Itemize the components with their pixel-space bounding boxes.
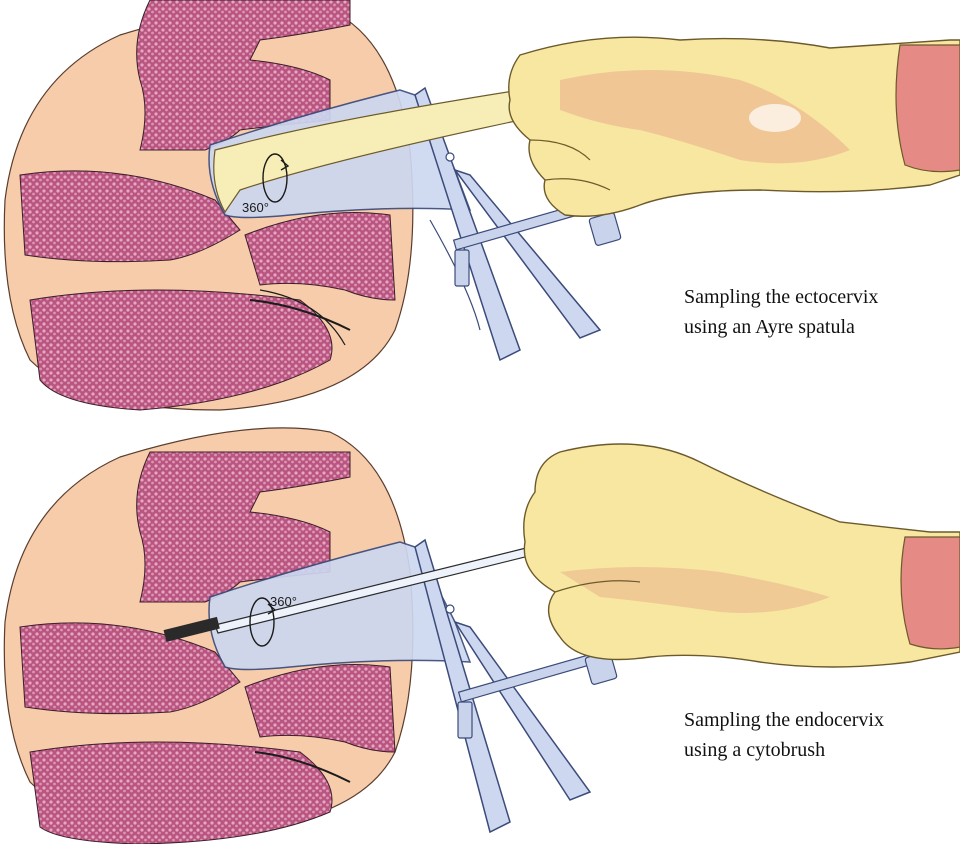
caption-line-2: using an Ayre spatula (684, 312, 954, 342)
gloved-hand-icon (524, 444, 960, 667)
caption-ectocervix: Sampling the ectocervix using an Ayre sp… (684, 282, 954, 342)
gloved-hand-icon (509, 37, 960, 216)
endocervix-illustration: 360° (0, 422, 960, 844)
figure-ectocervix: 360° Sampling the ectocervix using an Ay… (0, 0, 960, 422)
ectocervix-illustration: 360° (0, 0, 960, 422)
figure-endocervix: 360° Sampling the endocervix using a cyt… (0, 422, 960, 844)
caption-line-1: Sampling the endocervix (684, 705, 954, 735)
caption-endocervix: Sampling the endocervix using a cytobrus… (684, 705, 954, 765)
rotation-label: 360° (242, 200, 269, 215)
caption-line-1: Sampling the ectocervix (684, 282, 954, 312)
caption-line-2: using a cytobrush (684, 735, 954, 765)
rotation-label: 360° (270, 594, 297, 609)
